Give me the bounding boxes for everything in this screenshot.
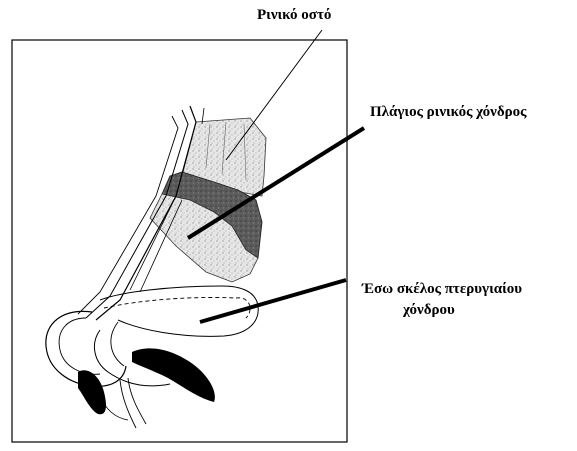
label-alar-crus-line2: χόνδρου — [403, 301, 455, 319]
leader-nasal-bone — [226, 30, 322, 160]
label-lateral-cartilage: Πλάγιος ρινικός χόνδρος — [370, 103, 527, 121]
label-alar-crus-line1: Έσω σκέλος πτερυγιαίου — [362, 280, 522, 298]
nostril-right — [132, 348, 215, 402]
nostril-left — [78, 370, 106, 414]
label-nasal-bone: Ρινικό οστό — [257, 6, 331, 24]
